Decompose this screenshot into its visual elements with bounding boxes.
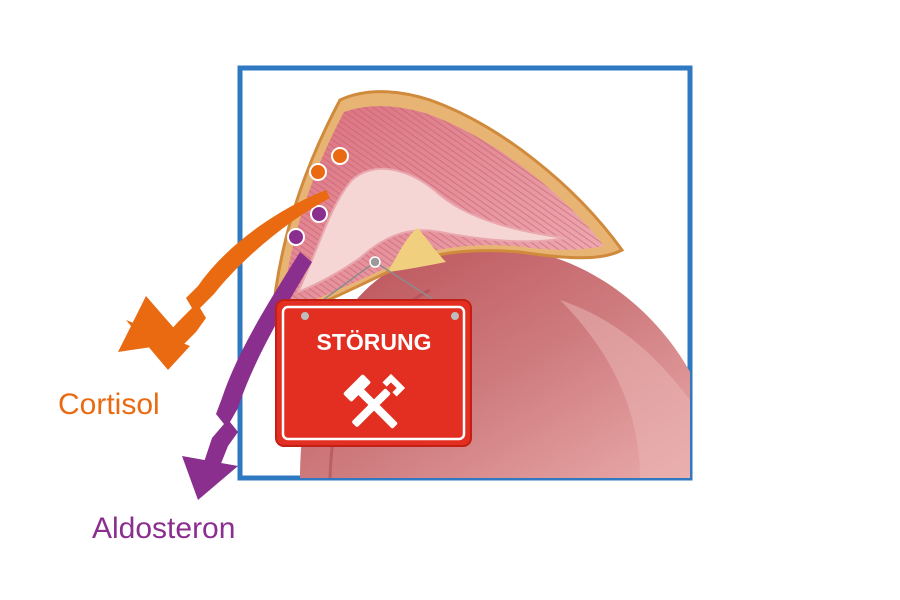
sign-nail [369,256,381,268]
hammer-wrench-icon [343,373,406,429]
sign-label: STÖRUNG [317,329,432,355]
stoerung-sign: STÖRUNG [275,299,472,447]
cortisol-dot-1 [331,147,349,165]
cortisol-arrow [118,190,330,370]
aldosteron-label: Aldosteron [92,512,235,545]
aldosteron-dot-1 [310,205,328,223]
aldosteron-dot-2 [287,228,305,246]
cortisol-dot-2 [309,163,327,181]
adrenal-gland [270,90,625,325]
cortisol-label: Cortisol [58,388,160,421]
